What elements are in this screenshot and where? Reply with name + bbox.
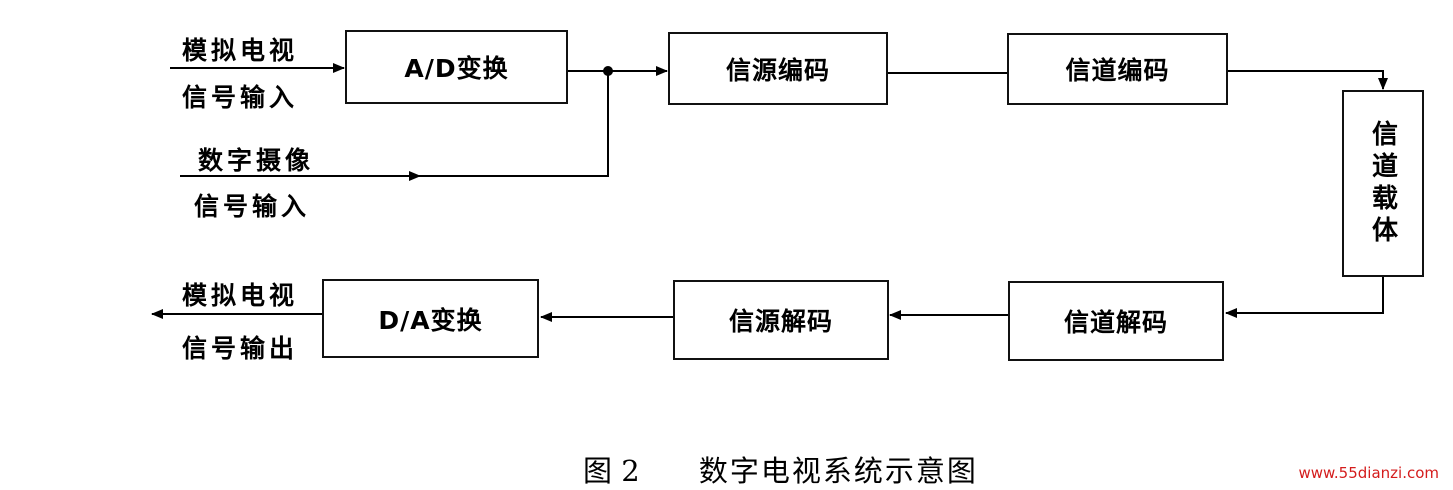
channel-decoding-block: 信道解码 — [1008, 281, 1224, 361]
camera-input-label-line2: 信号输入 — [194, 192, 311, 221]
camera-to-junction-line — [420, 71, 609, 177]
analog-input-label-line1: 模拟电视 — [182, 36, 299, 65]
ad-converter-block: A/D变换 — [345, 30, 568, 104]
junction-dot — [603, 66, 613, 76]
channel-encoding-to-carrier-arrow — [1228, 70, 1388, 90]
camera-input-label-line1: 数字摄像 — [198, 146, 315, 175]
source-encoding-block: 信源编码 — [668, 32, 888, 105]
analog-input-label-line2: 信号输入 — [182, 83, 299, 112]
da-converter-block: D/A变换 — [322, 279, 539, 358]
figure-title: 数字电视系统示意图 — [698, 454, 978, 488]
figure-caption: 图 2 数字电视系统示意图 — [583, 448, 978, 490]
source-decoding-block: 信源解码 — [673, 280, 889, 360]
channel-carrier-block: 信道载体 — [1342, 90, 1424, 277]
figure-number: 图 2 — [583, 454, 640, 488]
watermark-text: www.55dianzi.com — [1298, 464, 1439, 482]
carrier-to-channel-decoding-arrow — [1225, 277, 1384, 318]
analog-output-label-line2: 信号输出 — [182, 334, 299, 363]
analog-output-label-line1: 模拟电视 — [182, 281, 299, 310]
channel-encoding-block: 信道编码 — [1007, 33, 1228, 105]
